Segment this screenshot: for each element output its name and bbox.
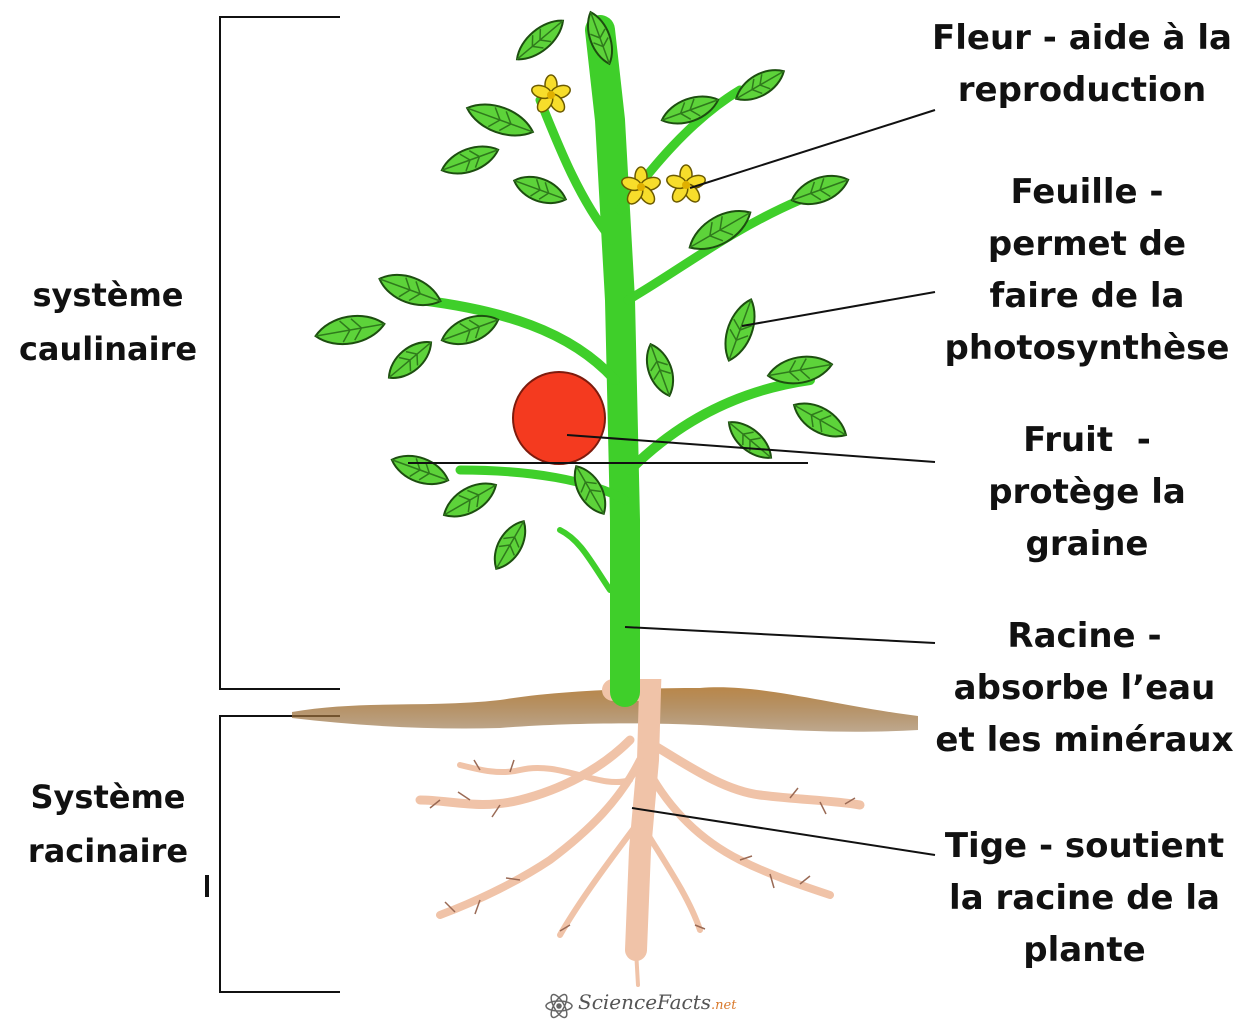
root-system-bracket bbox=[220, 716, 340, 992]
leaf-label-line2: permet de bbox=[942, 218, 1232, 270]
root-system-label: Système racinaire bbox=[8, 770, 208, 878]
root-function-line1: Tige - soutient bbox=[932, 820, 1237, 872]
stem-function-line1: Racine - bbox=[932, 610, 1237, 662]
root-system-line1: Système bbox=[8, 770, 208, 824]
shoot-system-label: système caulinaire bbox=[8, 268, 208, 376]
leaf-label-line3: faire de la bbox=[942, 270, 1232, 322]
flower-label: Fleur - aide à la reproduction bbox=[932, 12, 1232, 116]
flower-label-line1: Fleur - aide à la bbox=[932, 12, 1232, 64]
stem-pointer bbox=[625, 627, 935, 643]
leaf-pointer bbox=[742, 292, 935, 326]
root-function-line2: la racine de la bbox=[932, 872, 1237, 924]
leaves bbox=[313, 9, 852, 575]
flower-label-line2: reproduction bbox=[932, 64, 1232, 116]
root-pointer bbox=[632, 808, 935, 855]
fruit-label: Fruit - protège la graine bbox=[942, 414, 1232, 570]
leaf-label: Feuille - permet de faire de la photosyn… bbox=[942, 166, 1232, 374]
stray-mark bbox=[205, 875, 209, 897]
shoot-system-bracket bbox=[220, 17, 340, 689]
source-credit: ScienceFacts.net bbox=[578, 990, 736, 1014]
root-function-label: Tige - soutient la racine de la plante bbox=[932, 820, 1237, 976]
leaf-label-line1: Feuille - bbox=[942, 166, 1232, 218]
credit-suffix: .net bbox=[711, 998, 736, 1013]
stem-function-line2: absorbe l’eau bbox=[932, 662, 1237, 714]
sciencefacts-logo-icon bbox=[546, 992, 572, 1020]
stem bbox=[420, 30, 810, 692]
root-function-line3: plante bbox=[932, 924, 1237, 976]
flower-shape bbox=[530, 75, 572, 115]
leaf-label-line4: photosynthèse bbox=[942, 322, 1232, 374]
fruit-label-line1: Fruit - bbox=[942, 414, 1232, 466]
flower-pointer bbox=[690, 110, 935, 188]
shoot-system-line1: système bbox=[8, 268, 208, 322]
fruit-label-line3: graine bbox=[942, 518, 1232, 570]
roots bbox=[420, 690, 860, 985]
shoot-system-line2: caulinaire bbox=[8, 322, 208, 376]
credit-brand: ScienceFacts bbox=[578, 990, 711, 1014]
stem-function-line3: et les minéraux bbox=[932, 714, 1237, 766]
fruit-label-line2: protège la bbox=[942, 466, 1232, 518]
stem-function-label: Racine - absorbe l’eau et les minéraux bbox=[932, 610, 1237, 766]
root-system-line2: racinaire bbox=[8, 824, 208, 878]
tomato-fruit bbox=[513, 372, 605, 464]
